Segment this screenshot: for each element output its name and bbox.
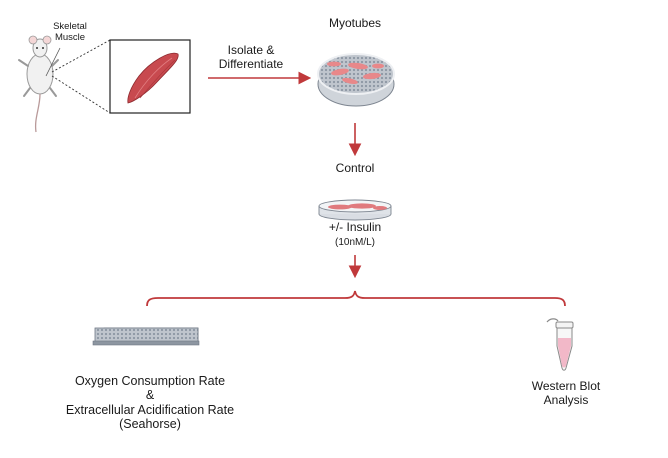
- insulin-dose-label: (10nM/L): [334, 237, 375, 248]
- petri-dish-icon: [317, 53, 395, 107]
- control-label: Control: [335, 161, 375, 175]
- western-label: Western Blot Analysis: [511, 379, 621, 408]
- seahorse-line2: &: [145, 388, 155, 403]
- muscle-icon: [127, 52, 179, 104]
- insulin-label: +/- Insulin: [328, 220, 382, 234]
- mouse-icon: [18, 35, 59, 133]
- step-isolate-line1: Isolate &: [227, 43, 275, 57]
- microtube-icon: [546, 318, 574, 371]
- source-label-line1: Skeletal: [53, 21, 87, 32]
- culture-dish-icon: [318, 199, 392, 221]
- myotubes-label: Myotubes: [328, 16, 382, 30]
- seahorse-line3: Extracellular Acidification Rate: [65, 402, 235, 417]
- microplate-icon: [92, 327, 200, 346]
- western-line2: Analysis: [543, 392, 589, 407]
- source-label: Skeletal Muscle: [49, 21, 91, 44]
- seahorse-line1: Oxygen Consumption Rate: [74, 374, 226, 388]
- seahorse-line4: (Seahorse): [119, 417, 181, 432]
- western-line1: Western Blot: [531, 379, 601, 393]
- zoom-line-top: [51, 39, 111, 73]
- step-isolate-line2: Differentiate: [218, 56, 284, 71]
- label-pointer: [45, 47, 61, 77]
- seahorse-label: Oxygen Consumption Rate & Extracellular …: [30, 374, 270, 432]
- branch-bracket: [146, 290, 566, 307]
- source-label-line2: Muscle: [54, 31, 86, 43]
- zoom-line-bottom: [51, 75, 111, 114]
- step-isolate-label: Isolate & Differentiate: [196, 43, 306, 72]
